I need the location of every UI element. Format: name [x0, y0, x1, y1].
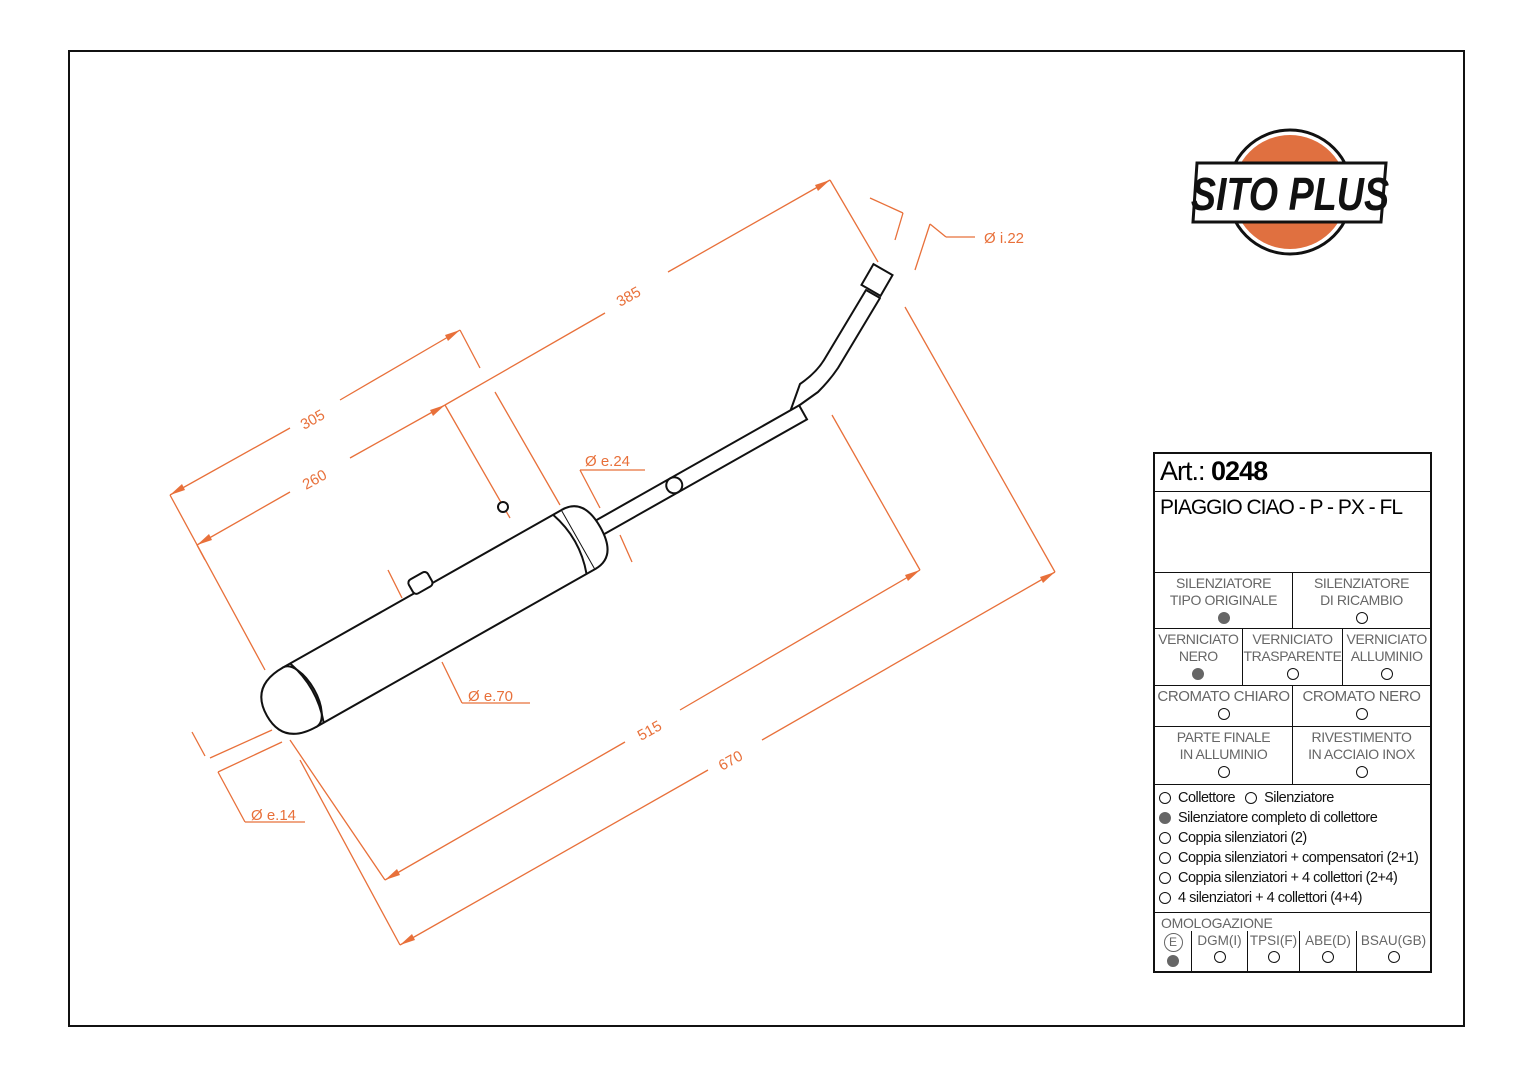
option-label: NERO — [1178, 648, 1218, 664]
homologation-bsau: BSAU(GB) — [1357, 931, 1430, 971]
option-label: ALLUMINIO — [1350, 648, 1423, 664]
kit-item: 4 silenziatori + 4 collettori (4+4) — [1159, 888, 1426, 908]
kit-item-row: Collettore Silenziatore — [1159, 788, 1426, 808]
article-row: Art.: 0248 — [1155, 454, 1430, 492]
option-label: TRASPARENTE — [1243, 648, 1342, 664]
option-label: IN ACCIAIO INOX — [1308, 746, 1415, 762]
radio-unselected — [1159, 892, 1171, 904]
article-number: 0248 — [1211, 456, 1268, 486]
option-label: VERNICIATO — [1346, 631, 1428, 647]
radio-unselected — [1159, 832, 1171, 844]
option-label: SILENZIATORE — [1175, 575, 1272, 591]
dim-260: 260 — [300, 466, 330, 493]
radio-unselected — [1355, 708, 1368, 720]
dim-305: 305 — [298, 406, 328, 433]
radio-selected — [1167, 955, 1179, 967]
homologation-label: DGM(I) — [1197, 933, 1242, 948]
homologation-dgm: DGM(I) — [1192, 931, 1248, 971]
spec-table: Art.: 0248 PIAGGIO CIAO - P - PX - FL SI… — [1153, 452, 1432, 973]
radio-unselected — [1355, 612, 1368, 624]
option-cromato-chiaro: CROMATO CHIARO — [1155, 686, 1293, 726]
homologation-tpsi: TPSI(F) — [1248, 931, 1300, 971]
option-label: CROMATO NERO — [1302, 688, 1421, 705]
radio-unselected — [1267, 951, 1280, 963]
option-cromato-nero: CROMATO NERO — [1293, 686, 1430, 726]
dim-tail-diameter: Ø e.14 — [251, 807, 296, 824]
radio-unselected — [1286, 668, 1299, 680]
kit-label: Coppia silenziatori (2) — [1178, 830, 1307, 846]
radio-unselected — [1245, 792, 1258, 804]
radio-selected — [1217, 612, 1230, 624]
option-label: IN ALLUMINIO — [1179, 746, 1268, 762]
homologation-options: E DGM(I) TPSI(F) ABE(D) BSAU(GB) — [1155, 931, 1430, 971]
radio-unselected — [1159, 872, 1171, 884]
kit-item: Coppia silenziatori + compensatori (2+1) — [1159, 848, 1426, 868]
radio-unselected — [1380, 668, 1393, 680]
option-label: SILENZIATORE — [1313, 575, 1410, 591]
model-name: PIAGGIO CIAO - P - PX - FL — [1160, 496, 1403, 519]
kit-label-silenziatore: Silenziatore — [1264, 790, 1334, 806]
radio-unselected — [1387, 951, 1400, 963]
kit-label: 4 silenziatori + 4 collettori (4+4) — [1178, 890, 1363, 906]
logo-text: SITO PLUS — [1191, 168, 1389, 219]
dim-inlet-diameter: Ø i.22 — [984, 230, 1024, 247]
radio-unselected — [1213, 951, 1226, 963]
dim-385: 385 — [614, 283, 644, 310]
homologation-title: OMOLOGAZIONE — [1161, 915, 1273, 931]
kit-label: Coppia silenziatori + 4 collettori (2+4) — [1178, 870, 1398, 886]
option-label: PARTE FINALE — [1176, 729, 1271, 745]
kit-label-collettore: Collettore — [1178, 790, 1236, 806]
homologation-label: ABE(D) — [1305, 933, 1351, 948]
option-label: VERNICIATO — [1158, 631, 1239, 647]
dim-body-diameter: Ø e.70 — [468, 688, 513, 705]
sito-plus-logo: SITO PLUS — [1191, 128, 1389, 256]
option-label: TIPO ORIGINALE — [1169, 592, 1278, 608]
radio-unselected — [1217, 766, 1230, 778]
option-label: CROMATO CHIARO — [1157, 688, 1290, 705]
homologation-section: OMOLOGAZIONE E DGM(I) TPSI(F) ABE(D) BSA… — [1155, 913, 1430, 971]
dim-pipe-diameter: Ø e.24 — [585, 453, 630, 470]
homologation-label: TPSI(F) — [1249, 933, 1298, 948]
article-label: Art.: — [1160, 456, 1206, 486]
homologation-e: E — [1155, 931, 1192, 971]
option-label: DI RICAMBIO — [1320, 592, 1403, 608]
kit-label: Coppia silenziatori + compensatori (2+1) — [1178, 850, 1419, 866]
radio-unselected — [1355, 766, 1368, 778]
dim-670: 670 — [716, 747, 746, 774]
radio-unselected — [1322, 951, 1334, 963]
kit-item: Coppia silenziatori (2) — [1159, 828, 1426, 848]
dim-515: 515 — [635, 717, 665, 744]
option-label: RIVESTIMENTO — [1311, 729, 1412, 745]
radio-unselected — [1159, 852, 1171, 864]
model-row: PIAGGIO CIAO - P - PX - FL — [1155, 492, 1430, 573]
dimension-labels: 305 260 385 515 670 Ø i.22 Ø e.24 Ø e.70… — [251, 230, 1024, 824]
dimension-lines — [169, 179, 1056, 946]
radio-unselected — [1159, 792, 1171, 804]
drawing-frame — [68, 50, 1465, 1027]
kit-item: Coppia silenziatori + 4 collettori (2+4) — [1159, 868, 1426, 888]
homologation-label: BSAU(GB) — [1360, 933, 1427, 948]
kit-list: Collettore Silenziatore Silenziatore com… — [1155, 785, 1430, 913]
e-mark-icon: E — [1163, 933, 1183, 952]
exhaust-pipe — [260, 262, 894, 735]
radio-selected — [1159, 812, 1171, 824]
option-label: VERNICIATO — [1252, 631, 1333, 647]
radio-unselected — [1217, 708, 1230, 720]
dimension-arrows — [170, 180, 1055, 945]
kit-item: Silenziatore completo di collettore — [1159, 808, 1426, 828]
radio-selected — [1192, 668, 1205, 680]
chrome-row: CROMATO CHIARO CROMATO NERO — [1155, 686, 1430, 727]
kit-label: Silenziatore completo di collettore — [1178, 810, 1378, 826]
homologation-abe: ABE(D) — [1300, 931, 1357, 971]
